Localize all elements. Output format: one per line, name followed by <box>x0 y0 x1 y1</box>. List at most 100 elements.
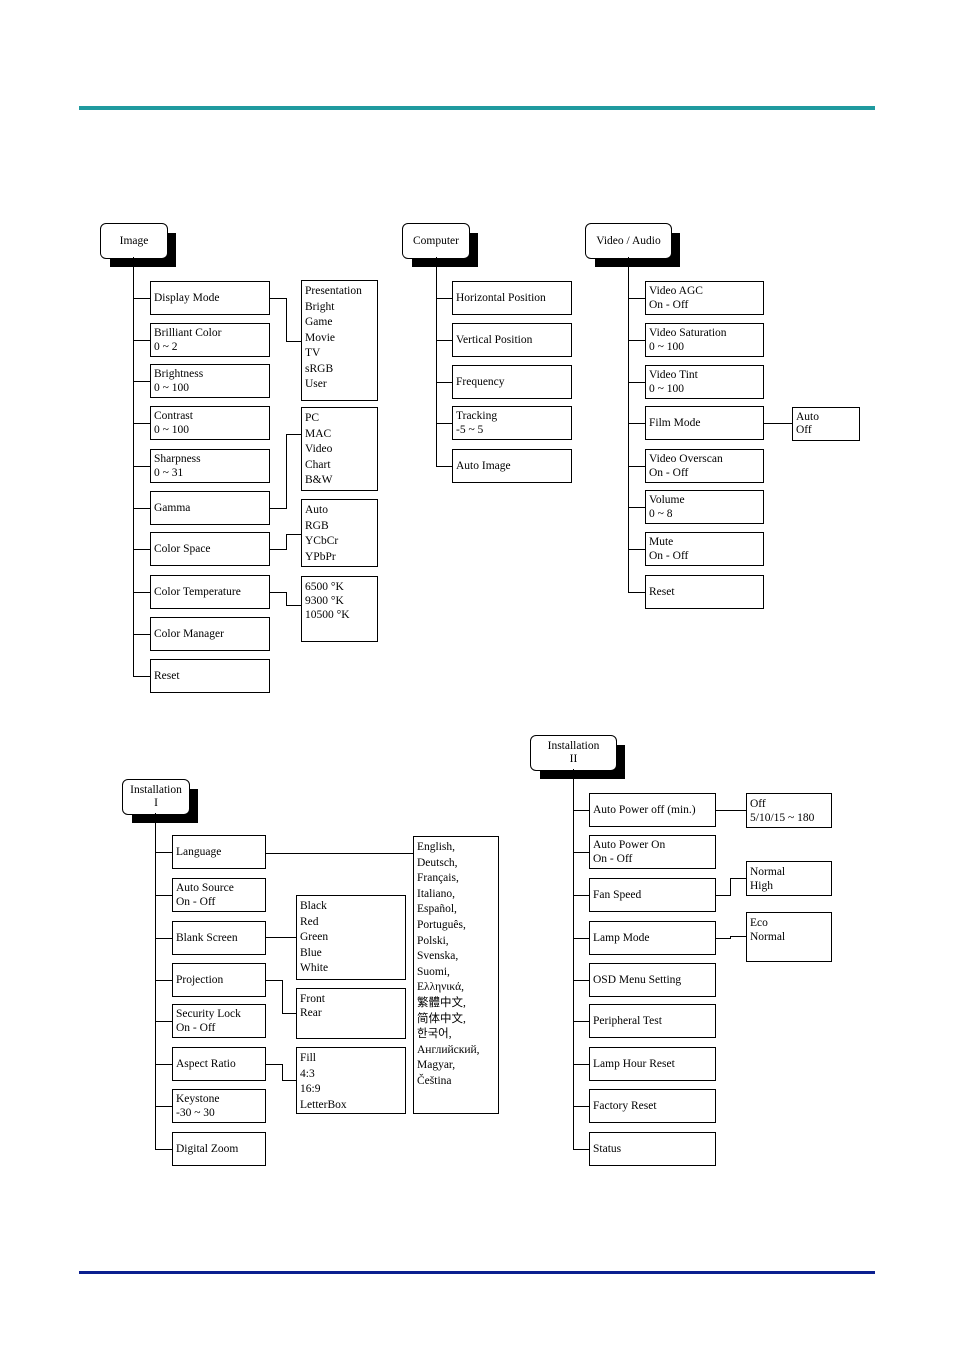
installation-i-item-digital-zoom[interactable]: Digital Zoom <box>172 1132 266 1166</box>
connector-line <box>628 466 646 467</box>
installation-ii-item-fan-speed[interactable]: Fan Speed <box>589 878 716 912</box>
connector-line <box>436 298 453 299</box>
connector-line <box>573 769 574 1150</box>
video-item-video-tint-range: 0 ~ 100 <box>649 383 684 395</box>
computer-item-tracking[interactable]: Tracking-5 ~ 5 <box>452 406 572 440</box>
connector-line <box>133 466 151 467</box>
installation-ii-item-osd-menu-setting[interactable]: OSD Menu Setting <box>589 963 716 997</box>
connector-line <box>436 382 453 383</box>
computer-item-horizontal-position[interactable]: Horizontal Position <box>452 281 572 315</box>
connector-line <box>436 466 453 467</box>
installation-ii-item-peripheral-test[interactable]: Peripheral Test <box>589 1004 716 1038</box>
connector-line <box>270 508 287 509</box>
image-item-reset[interactable]: Reset <box>150 659 270 693</box>
image-item-display-mode[interactable]: Display Mode <box>150 281 270 315</box>
language-options-option: Svenska, <box>417 950 459 963</box>
installation-i-item-blank-screen-title: Blank Screen <box>176 932 238 944</box>
color-space-options-option: Auto <box>305 504 328 516</box>
connector-line <box>282 1013 297 1014</box>
blank-screen-options-option: Red <box>300 915 319 928</box>
connector-line <box>155 1149 173 1150</box>
computer-item-tracking-range: -5 ~ 5 <box>456 424 484 436</box>
connector-line <box>282 1064 283 1081</box>
installation-i-item-projection-title: Projection <box>176 974 224 986</box>
installation-ii-item-lamp-hour-reset[interactable]: Lamp Hour Reset <box>589 1047 716 1081</box>
video-item-reset[interactable]: Reset <box>645 575 764 609</box>
connector-line <box>270 298 287 299</box>
video-item-film-mode[interactable]: Film Mode <box>645 406 764 440</box>
video-item-video-overscan-range: On - Off <box>649 467 689 479</box>
gamma-options-option: Video <box>305 443 333 455</box>
image-item-gamma[interactable]: Gamma <box>150 491 270 525</box>
display-mode-options-option: Game <box>305 316 333 328</box>
installation-i-item-blank-screen[interactable]: Blank Screen <box>172 921 266 955</box>
connector-line <box>764 423 793 424</box>
connector-line <box>133 592 151 593</box>
color-space-options-option: YPbPr <box>305 550 336 563</box>
connector-line <box>628 382 646 383</box>
installation-ii-item-lamp-mode[interactable]: Lamp Mode <box>589 921 716 955</box>
image-item-color-manager[interactable]: Color Manager <box>150 617 270 651</box>
installation-ii-item-lamp-mode-title: Lamp Mode <box>593 932 650 944</box>
computer-item-frequency[interactable]: Frequency <box>452 365 572 399</box>
auto-power-off-options-option: 5/10/15 ~ 180 <box>750 812 815 824</box>
connector-line <box>155 938 173 939</box>
installation-i-item-auto-source-title: Auto Source <box>176 882 234 894</box>
connector-line <box>286 592 287 606</box>
connector-line <box>436 257 437 467</box>
connector-line <box>155 1106 173 1107</box>
image-item-sharpness-title: Sharpness <box>154 453 201 465</box>
language-options-option: Português, <box>417 918 466 931</box>
computer-item-vertical-position[interactable]: Vertical Position <box>452 323 572 357</box>
connector-line <box>266 980 283 981</box>
installation-i-item-language-title: Language <box>176 846 222 858</box>
connector-line <box>133 508 151 509</box>
installation-i-item-keystone[interactable]: Keystone-30 ~ 30 <box>172 1089 266 1123</box>
video-item-mute-range: On - Off <box>649 550 689 562</box>
installation-ii-item-fan-speed-title: Fan Speed <box>593 889 642 901</box>
installation-i-item-aspect-ratio[interactable]: Aspect Ratio <box>172 1047 266 1081</box>
installation-ii-item-status[interactable]: Status <box>589 1132 716 1166</box>
image-item-sharpness-range: 0 ~ 31 <box>154 467 184 479</box>
aspect-ratio-options-option: 4:3 <box>300 1067 315 1080</box>
installation-ii-item-factory-reset[interactable]: Factory Reset <box>589 1089 716 1123</box>
computer-item-auto-image[interactable]: Auto Image <box>452 449 572 483</box>
connector-line <box>155 1064 173 1065</box>
installation-ii-item-auto-power-off-min[interactable]: Auto Power off (min.) <box>589 793 716 827</box>
connector-line <box>286 534 302 535</box>
color-temperature-options-option: 6500 °K <box>305 581 344 593</box>
image-item-brilliant-color-title: Brilliant Color <box>154 327 222 339</box>
computer-item-vertical-position-title: Vertical Position <box>456 334 533 346</box>
connector-line <box>270 549 287 550</box>
connector-line <box>133 423 151 424</box>
installation-i-item-security-lock-range: On - Off <box>176 1022 216 1034</box>
installation-i-item-projection[interactable]: Projection <box>172 963 266 997</box>
connector-line <box>133 634 151 635</box>
video-item-volume-range: 0 ~ 8 <box>649 508 673 520</box>
connector-line <box>286 434 287 509</box>
installation-i-item-language[interactable]: Language <box>172 835 266 869</box>
color-space-options-option: RGB <box>305 519 329 532</box>
blank-screen-options-option: White <box>300 962 329 974</box>
image-item-sharpness[interactable]: Sharpness 0 ~ 31 <box>150 449 270 483</box>
image-item-color-space[interactable]: Color Space <box>150 532 270 566</box>
image-item-color-temperature[interactable]: Color Temperature <box>150 575 270 609</box>
